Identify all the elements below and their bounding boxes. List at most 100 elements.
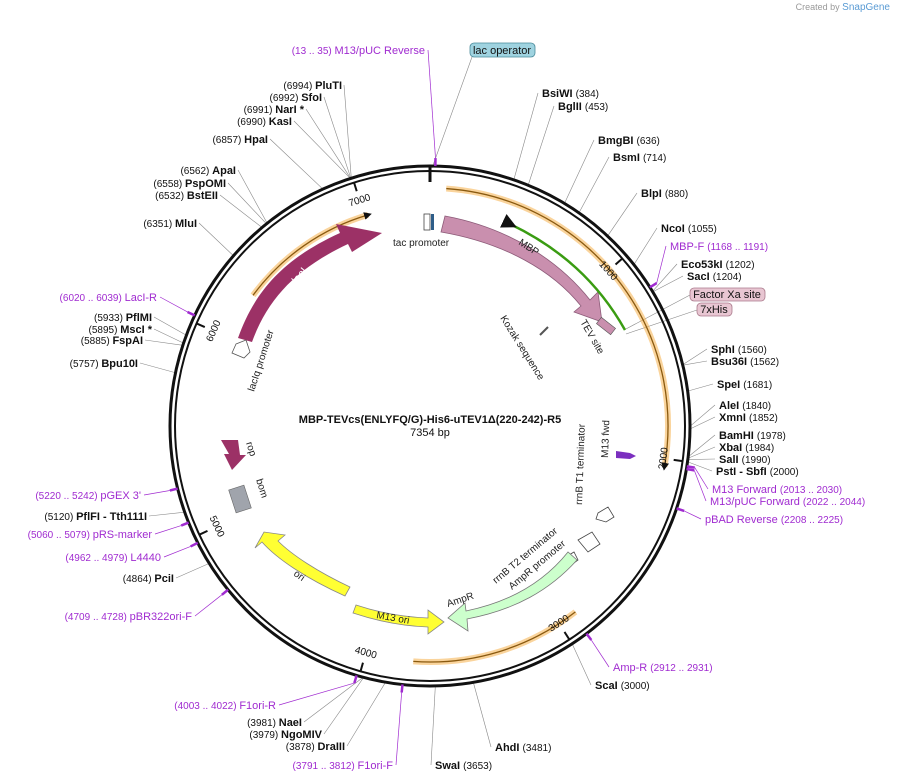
site-label[interactable]: (5120) PflFI - Tth111I bbox=[44, 511, 147, 523]
lac-operator-mark[interactable] bbox=[431, 214, 434, 230]
site-label[interactable]: PstI - SbfI (2000) bbox=[716, 466, 799, 478]
site-label[interactable]: (6558) PspOMI bbox=[153, 178, 226, 190]
site-label[interactable]: (6991) NarI * bbox=[244, 104, 305, 116]
site-label[interactable]: (3878) DraIII bbox=[286, 741, 345, 753]
site-leader bbox=[633, 227, 658, 265]
site-name: XbaI bbox=[719, 442, 745, 454]
site-label[interactable]: Eco53kI (1202) bbox=[681, 259, 755, 271]
site-position: (714) bbox=[643, 153, 666, 164]
site-label[interactable]: (5757) Bpu10I bbox=[70, 358, 138, 370]
site-name: NaeI bbox=[279, 717, 302, 729]
site-leader bbox=[148, 511, 185, 517]
site-label[interactable]: XbaI (1984) bbox=[719, 442, 774, 454]
site-label[interactable]: (6562) ApaI bbox=[180, 165, 236, 177]
primer-label[interactable]: (4003 .. 4022) F1ori-R bbox=[174, 700, 276, 712]
m13-ori-arrow[interactable] bbox=[352, 604, 445, 635]
site-label[interactable]: (6992) SfoI bbox=[270, 92, 322, 104]
site-label[interactable]: XmnI (1852) bbox=[719, 412, 778, 424]
site-label[interactable]: (5895) MscI * bbox=[89, 324, 153, 336]
primer-tick bbox=[186, 310, 196, 317]
site-label[interactable]: (5933) PflMI bbox=[94, 312, 152, 324]
tac-promoter-mark[interactable] bbox=[423, 213, 431, 231]
site-label[interactable]: (6990) KasI bbox=[237, 116, 292, 128]
site-label[interactable]: AhdI (3481) bbox=[495, 742, 551, 754]
ampr-arrow[interactable] bbox=[447, 551, 578, 632]
site-name: HpaI bbox=[244, 134, 268, 146]
site-label[interactable]: BmgBI (636) bbox=[598, 135, 660, 147]
m13-fwd-arrow[interactable] bbox=[616, 451, 636, 459]
primer-label[interactable]: (5060 .. 5079) pRS-marker bbox=[28, 529, 153, 541]
site-label[interactable]: SpeI (1681) bbox=[717, 379, 772, 391]
site-name: SpeI bbox=[717, 379, 743, 391]
site-label[interactable]: (4864) PciI bbox=[123, 573, 174, 585]
site-leader bbox=[346, 682, 386, 747]
bom-mark[interactable] bbox=[228, 484, 252, 514]
primer-label[interactable]: (5220 .. 5242) pGEX 3' bbox=[35, 490, 141, 502]
site-label[interactable]: (3981) NaeI bbox=[247, 717, 302, 729]
primer-label[interactable]: MBP-F (1168 .. 1191) bbox=[670, 241, 768, 253]
primer-label[interactable]: pBAD Reverse (2208 .. 2225) bbox=[705, 514, 843, 526]
site-position: (3981) bbox=[247, 718, 279, 729]
site-leader bbox=[571, 643, 592, 686]
orf-arcs bbox=[250, 185, 671, 665]
primer-label[interactable]: (13 .. 35) M13/pUC Reverse bbox=[292, 45, 425, 57]
site-label[interactable]: (6351) MluI bbox=[143, 218, 197, 230]
site-label[interactable]: SphI (1560) bbox=[711, 344, 767, 356]
primer-range: (2013 .. 2030) bbox=[780, 485, 842, 496]
primer-range: (13 .. 35) bbox=[292, 46, 335, 57]
site-label[interactable]: NcoI (1055) bbox=[661, 223, 717, 235]
factor-xa-box[interactable]: Factor Xa site bbox=[689, 287, 766, 302]
site-label[interactable]: SacI (1204) bbox=[687, 271, 742, 283]
lac-operator-box[interactable]: lac operator bbox=[469, 42, 536, 58]
primer-label[interactable]: (4962 .. 4979) L4440 bbox=[65, 552, 161, 564]
kozak-mark[interactable] bbox=[539, 326, 549, 336]
site-label[interactable]: BglII (453) bbox=[558, 101, 608, 113]
site-label[interactable]: BsmI (714) bbox=[613, 152, 666, 164]
lac-operator-leader bbox=[431, 56, 473, 169]
primer-label[interactable]: M13 Forward (2013 .. 2030) bbox=[712, 484, 842, 496]
tev-site-mark[interactable] bbox=[596, 316, 616, 336]
laci-arrow[interactable] bbox=[238, 224, 382, 342]
primer-leader bbox=[163, 546, 191, 558]
green-arc bbox=[499, 213, 627, 331]
site-label[interactable]: (6532) BstEII bbox=[155, 190, 218, 202]
site-leader bbox=[687, 434, 716, 458]
site-label[interactable]: Bsu36I (1562) bbox=[711, 356, 779, 368]
site-position: (384) bbox=[576, 89, 599, 100]
primer-label[interactable]: (4709 .. 4728) pBR322ori-F bbox=[65, 611, 193, 623]
rrnb-t2-mark[interactable] bbox=[577, 531, 601, 553]
ori-arrow[interactable] bbox=[254, 531, 351, 597]
site-label[interactable]: BamHI (1978) bbox=[719, 430, 786, 442]
primer-name: pBR322ori-F bbox=[130, 611, 193, 623]
laciq-promoter-arrow[interactable] bbox=[231, 339, 251, 359]
site-position: (6857) bbox=[212, 135, 244, 146]
site-label[interactable]: SalI (1990) bbox=[719, 454, 771, 466]
site-label[interactable]: BlpI (880) bbox=[641, 188, 688, 200]
site-label[interactable]: AleI (1840) bbox=[719, 400, 771, 412]
site-leader bbox=[687, 446, 716, 459]
primer-label[interactable]: M13/pUC Forward (2022 .. 2044) bbox=[710, 496, 865, 508]
primer-label[interactable]: (6020 .. 6039) LacI-R bbox=[60, 292, 158, 304]
site-leader bbox=[303, 677, 364, 723]
site-label[interactable]: (6857) HpaI bbox=[212, 134, 268, 146]
primer-name: LacI-R bbox=[125, 292, 157, 304]
m13-fwd-label: M13 fwd bbox=[600, 420, 612, 458]
site-name: KasI bbox=[269, 116, 292, 128]
primer-label[interactable]: Amp-R (2912 .. 2931) bbox=[613, 662, 713, 674]
primer-label[interactable]: (3791 .. 3812) F1ori-F bbox=[293, 760, 394, 772]
site-leader bbox=[682, 360, 708, 366]
primer-tick bbox=[649, 281, 658, 289]
his-tag-box[interactable]: 7xHis bbox=[696, 302, 733, 317]
site-label[interactable]: BsiWI (384) bbox=[542, 88, 599, 100]
site-label[interactable]: ScaI (3000) bbox=[595, 680, 650, 692]
rrnb-t1-mark[interactable] bbox=[595, 506, 615, 523]
site-label[interactable]: (3979) NgoMIV bbox=[249, 729, 322, 741]
site-name: PluTI bbox=[315, 80, 342, 92]
site-label[interactable]: (6994) PluTI bbox=[283, 80, 342, 92]
site-label[interactable]: (5885) FspAI bbox=[81, 335, 143, 347]
tick-5000 bbox=[198, 529, 208, 536]
rop-arrow[interactable] bbox=[221, 440, 246, 470]
site-label[interactable]: SwaI (3653) bbox=[435, 760, 492, 772]
site-position: (453) bbox=[585, 102, 608, 113]
